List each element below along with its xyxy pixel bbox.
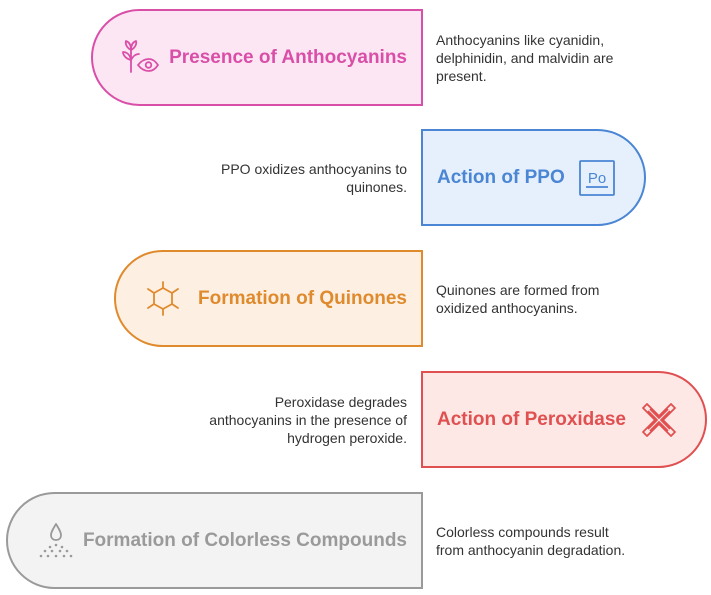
step-action-of-peroxidase: Action of Peroxidase	[421, 371, 707, 468]
step-description: PPO oxidizes anthocyanins to quinones.	[221, 161, 407, 195]
crossed-x-icon	[642, 402, 676, 437]
step-description: Peroxidase degrades anthocyanins in the …	[209, 394, 407, 446]
step-description: Colorless compounds result from anthocya…	[436, 524, 626, 558]
element-symbol-icon: Po	[579, 159, 615, 196]
step-formation-of-quinones: Formation of Quinones	[114, 250, 423, 347]
step-action-of-ppo: Action of PPO Po	[421, 129, 646, 226]
step-description: Anthocyanins like cyanidin, delphinidin,…	[436, 32, 614, 84]
step-title: Formation of Colorless Compounds	[82, 529, 407, 551]
step-title: Presence of Anthocyanins	[169, 46, 407, 68]
molecule-icon	[147, 280, 179, 316]
step-description: Quinones are formed from oxidized anthoc…	[436, 282, 600, 316]
plant-eye-icon	[122, 39, 159, 73]
drop-spray-icon	[39, 522, 73, 557]
step-title: Formation of Quinones	[198, 287, 407, 309]
svg-text:Po: Po	[588, 170, 606, 187]
step-presence-of-anthocyanins: Presence of Anthocyanins	[91, 9, 423, 106]
step-formation-of-colorless-compounds: Formation of Colorless Compounds	[6, 492, 423, 589]
step-title: Action of Peroxidase	[437, 408, 626, 430]
step-title: Action of PPO	[437, 166, 565, 188]
